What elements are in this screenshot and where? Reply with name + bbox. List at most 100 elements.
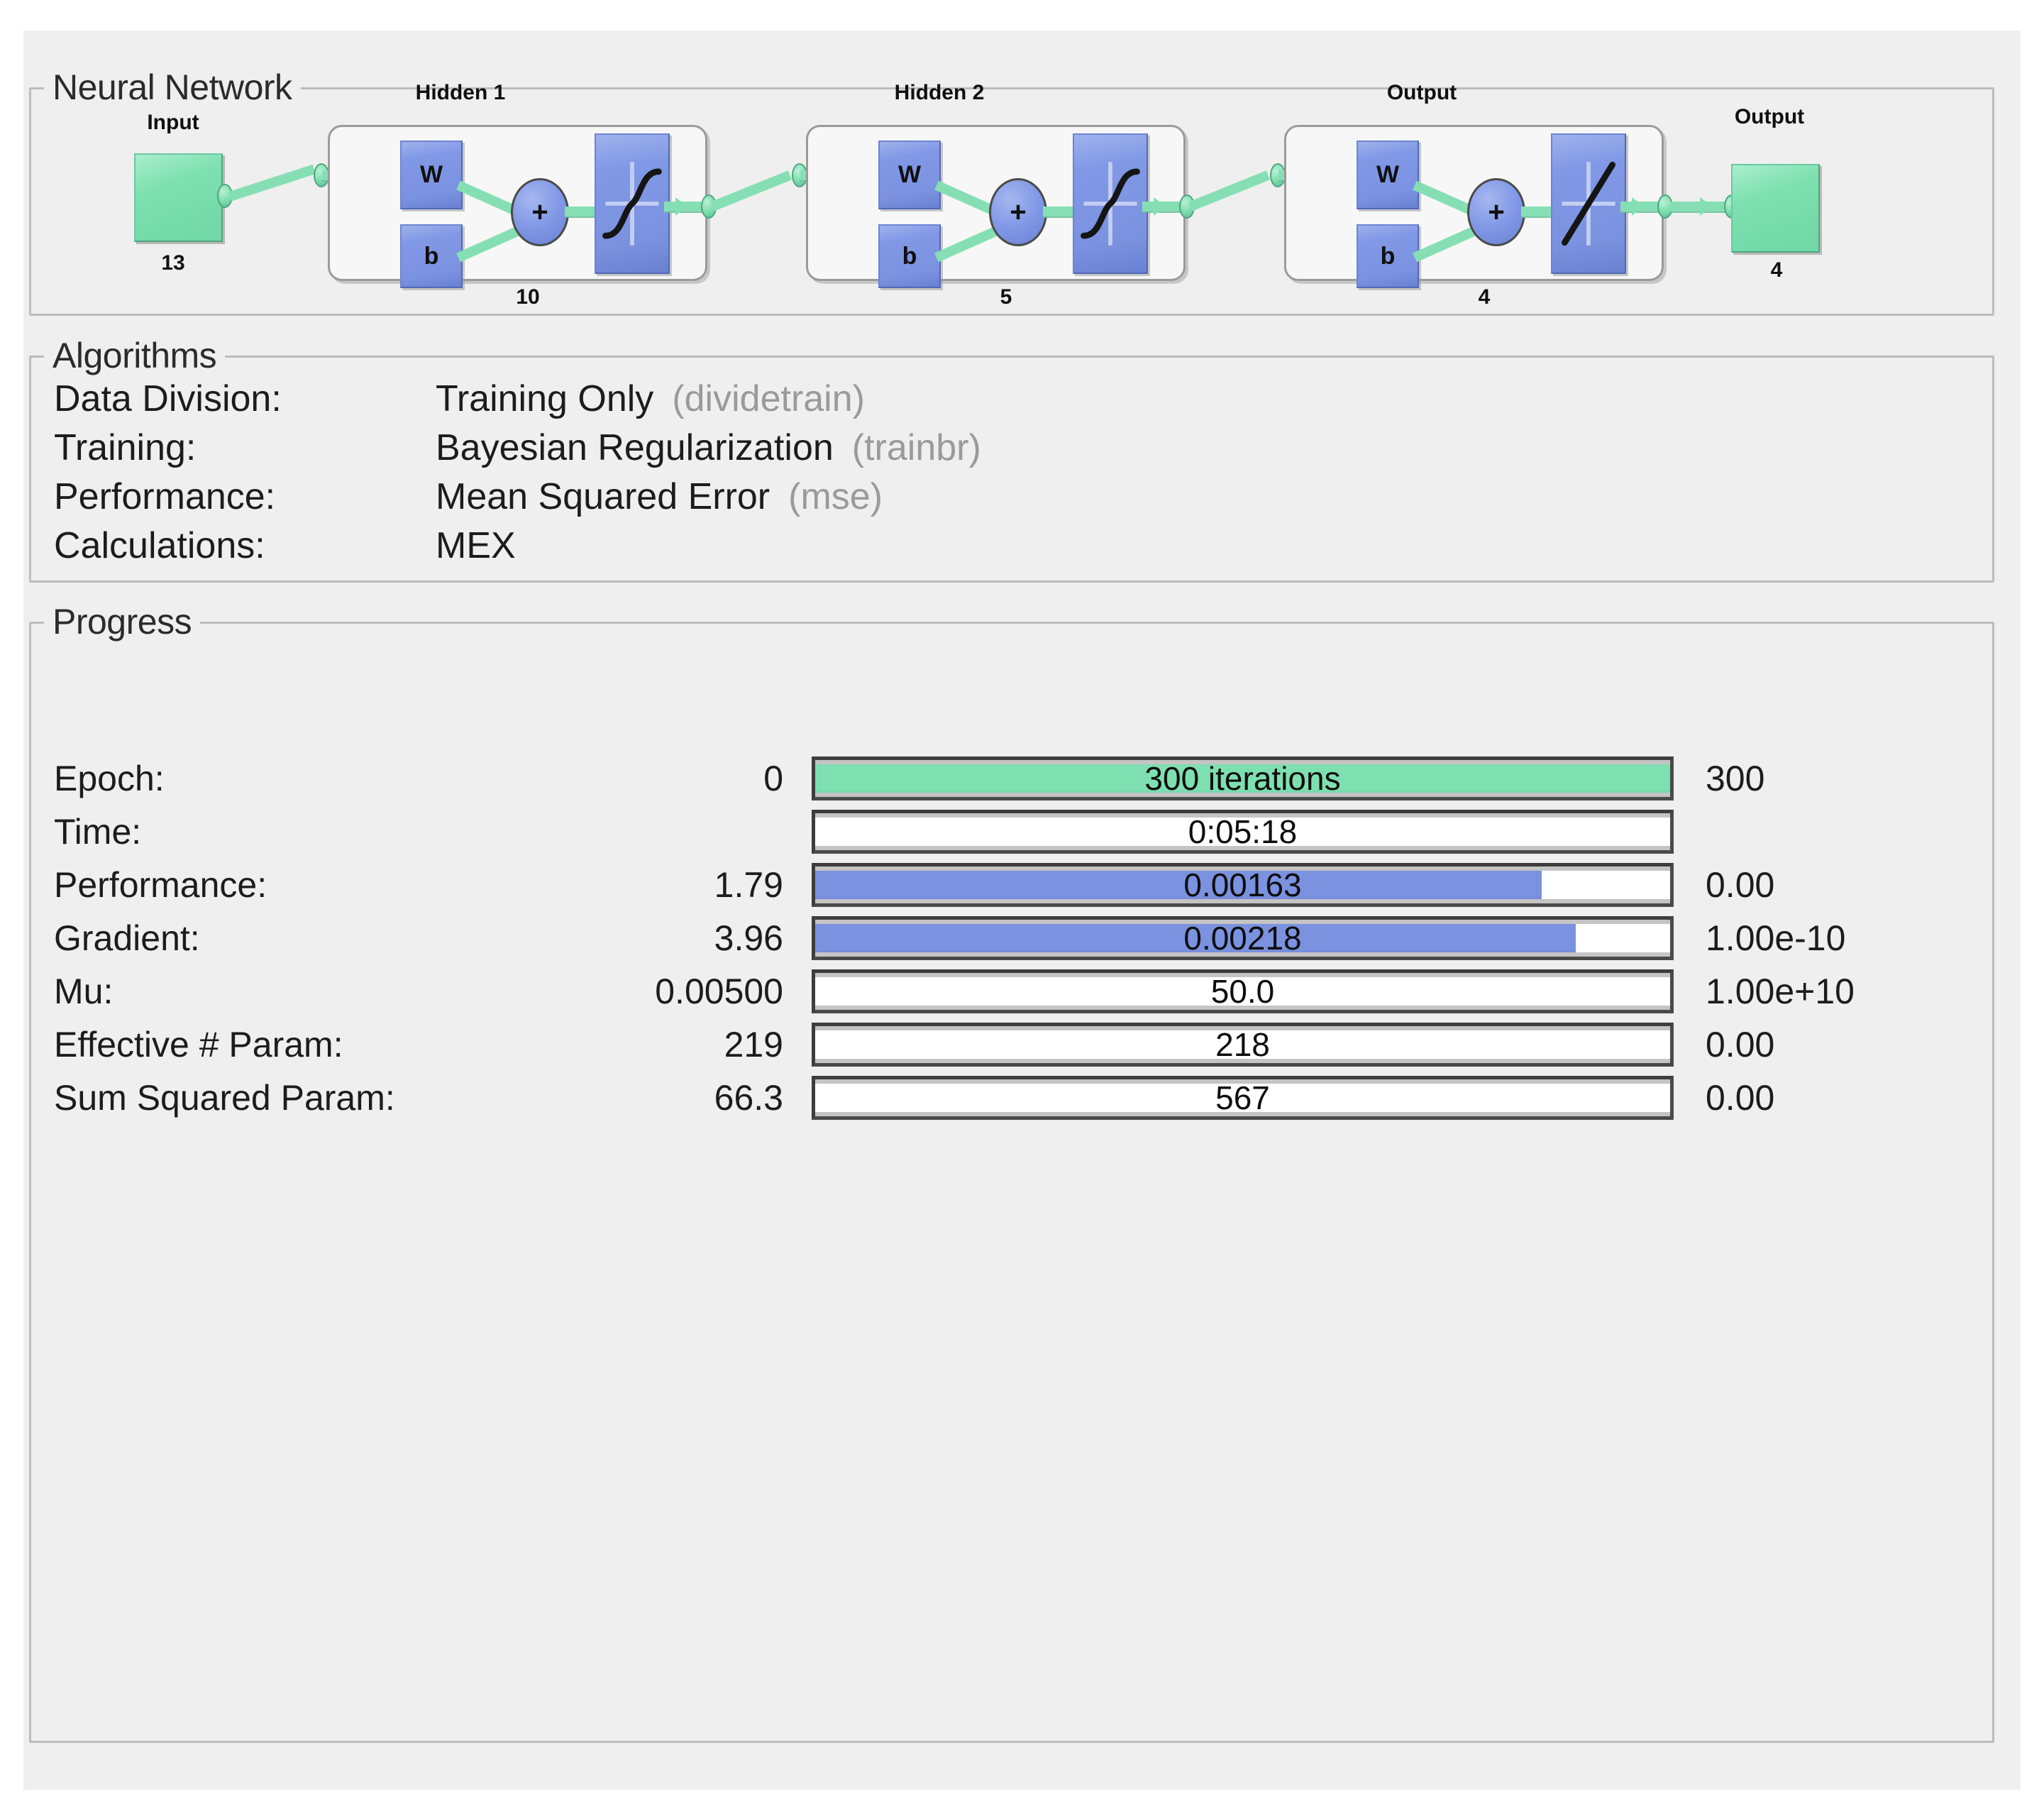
arrow-output-exit [1632, 197, 1645, 216]
progress-start-value: 0.00500 [655, 972, 783, 1011]
hidden1-bias-label: b [424, 242, 439, 270]
progress-row-time: Time: 0:05:18 [31, 808, 1992, 855]
progress-start-value: 1.79 [714, 865, 783, 905]
hidden2-size: 5 [1000, 285, 1012, 309]
output-transfer-block [1551, 133, 1626, 274]
algorithms-panel: Algorithms Data Division: Training Only (… [29, 334, 1994, 583]
algorithm-key: Performance: [54, 476, 276, 517]
progress-stop-value: 1.00e-10 [1706, 918, 1846, 958]
algorithm-value: Bayesian Regularization [436, 427, 834, 468]
edge-hidden1-sum-to-tf [565, 207, 599, 216]
hidden2-weight-block: W [878, 141, 941, 209]
progress-bar-fill [815, 760, 1670, 797]
algorithm-value: MEX [436, 525, 516, 566]
progress-label: Effective # Param: [54, 1025, 343, 1064]
progress-bar-text: 0:05:18 [1188, 813, 1298, 850]
algorithm-value: Training Only [436, 378, 654, 419]
edge-input-to-hidden1 [228, 164, 316, 202]
progress-stop-value: 1.00e+10 [1706, 972, 1855, 1011]
progress-bar-effective-param: 218 [812, 1023, 1674, 1067]
hidden2-weight-label: W [897, 161, 922, 188]
output-bias-block: b [1357, 224, 1419, 288]
algorithm-function: (dividetrain) [672, 378, 865, 419]
arrow-hidden2-exit [1154, 197, 1166, 216]
progress-bar-time: 0:05:18 [812, 810, 1674, 854]
sigmoid-icon [602, 162, 662, 246]
output-layer-size: 4 [1478, 285, 1491, 309]
arrow-hidden1-exit [675, 197, 688, 216]
hidden1-sum-node: + [511, 178, 569, 246]
progress-row-epoch: Epoch: 0 300 iterations 300 [31, 755, 1992, 802]
algorithm-value: Mean Squared Error [436, 476, 770, 517]
progress-bar-gradient: 0.00218 [812, 916, 1674, 960]
progress-bar-performance: 0.00163 [812, 863, 1674, 907]
progress-start-value: 66.3 [714, 1078, 783, 1118]
progress-bar-text: 567 [1215, 1079, 1270, 1116]
neural-network-panel: Neural Network Input 13 Hidden 1 W b [29, 65, 1994, 316]
output-sum-label: + [1488, 197, 1505, 228]
hidden2-bias-block: b [878, 224, 941, 288]
algorithm-value-wrap: Mean Squared Error (mse) [436, 475, 883, 518]
progress-label: Mu: [54, 972, 114, 1011]
input-block [134, 153, 223, 242]
hidden1-weight-label: W [419, 161, 443, 188]
progress-start-value: 0 [763, 759, 783, 798]
algorithm-key: Calculations: [54, 525, 265, 566]
output-weight-block: W [1357, 141, 1419, 209]
hidden1-weight-block: W [400, 141, 463, 209]
output-weight-label: W [1376, 161, 1400, 188]
progress-row-gradient: Gradient: 3.96 0.00218 1.00e-10 [31, 915, 1992, 962]
progress-row-effective-param: Effective # Param: 219 218 0.00 [31, 1021, 1992, 1068]
edge-hidden2-to-output [1188, 170, 1271, 211]
progress-label: Sum Squared Param: [54, 1078, 395, 1118]
input-size: 13 [161, 251, 185, 275]
training-tool-window: Neural Network Input 13 Hidden 1 W b [23, 31, 2021, 1790]
edge-hidden1-to-hidden2 [710, 170, 792, 211]
hidden1-sum-label: + [531, 197, 548, 228]
progress-row-mu: Mu: 0.00500 50.0 1.00e+10 [31, 968, 1992, 1015]
output-bias-label: b [1380, 242, 1396, 270]
progress-row-sum-squared-param: Sum Squared Param: 66.3 567 0.00 [31, 1074, 1992, 1121]
progress-bar-text: 300 iterations [1144, 760, 1341, 797]
progress-stop-value: 0.00 [1706, 1078, 1775, 1118]
algorithm-value-wrap: Bayesian Regularization (trainbr) [436, 427, 981, 469]
algorithm-value-wrap: Training Only (dividetrain) [436, 378, 865, 420]
algorithm-key: Data Division: [54, 378, 282, 419]
input-label: Input [147, 111, 199, 134]
progress-bar-epoch: 300 iterations [812, 756, 1674, 800]
edge-output-sum-to-tf [1521, 207, 1555, 216]
progress-bar-text: 50.0 [1210, 973, 1275, 1010]
progress-label: Time: [54, 812, 142, 852]
progress-start-value: 3.96 [714, 918, 783, 958]
progress-bar-text: 218 [1215, 1026, 1270, 1063]
progress-bar-text: 0.00218 [1183, 920, 1302, 957]
algorithm-function: (trainbr) [851, 427, 981, 468]
algorithm-function: (mse) [788, 476, 883, 517]
output-layer-label: Output [1386, 81, 1457, 104]
hidden2-label: Hidden 2 [894, 81, 985, 104]
progress-row-performance: Performance: 1.79 0.00163 0.00 [31, 862, 1992, 908]
linear-icon [1561, 161, 1616, 246]
progress-title: Progress [44, 600, 201, 644]
progress-stop-value: 300 [1706, 759, 1765, 798]
hidden1-bias-block: b [400, 224, 463, 288]
output-size: 4 [1770, 258, 1783, 282]
neural-network-title: Neural Network [44, 65, 301, 109]
algorithm-key: Training: [54, 427, 197, 468]
progress-stop-value: 0.00 [1706, 1025, 1775, 1064]
edge-hidden2-sum-to-tf [1043, 207, 1077, 216]
hidden1-transfer-block [595, 133, 670, 274]
progress-bar-fill [815, 866, 1542, 903]
hidden1-size: 10 [516, 285, 540, 309]
output-block [1731, 164, 1820, 253]
hidden2-sum-node: + [989, 178, 1047, 246]
hidden2-bias-label: b [902, 242, 917, 270]
progress-bar-text: 0.00163 [1183, 866, 1302, 903]
progress-panel: Progress Epoch: 0 300 iterations 300 Tim… [29, 600, 1994, 1743]
progress-bar-mu: 50.0 [812, 969, 1674, 1013]
progress-label: Performance: [54, 865, 267, 905]
progress-label: Gradient: [54, 918, 200, 958]
algorithms-title: Algorithms [44, 334, 226, 378]
output-sum-node: + [1467, 178, 1525, 246]
progress-bar-fill [815, 920, 1576, 957]
